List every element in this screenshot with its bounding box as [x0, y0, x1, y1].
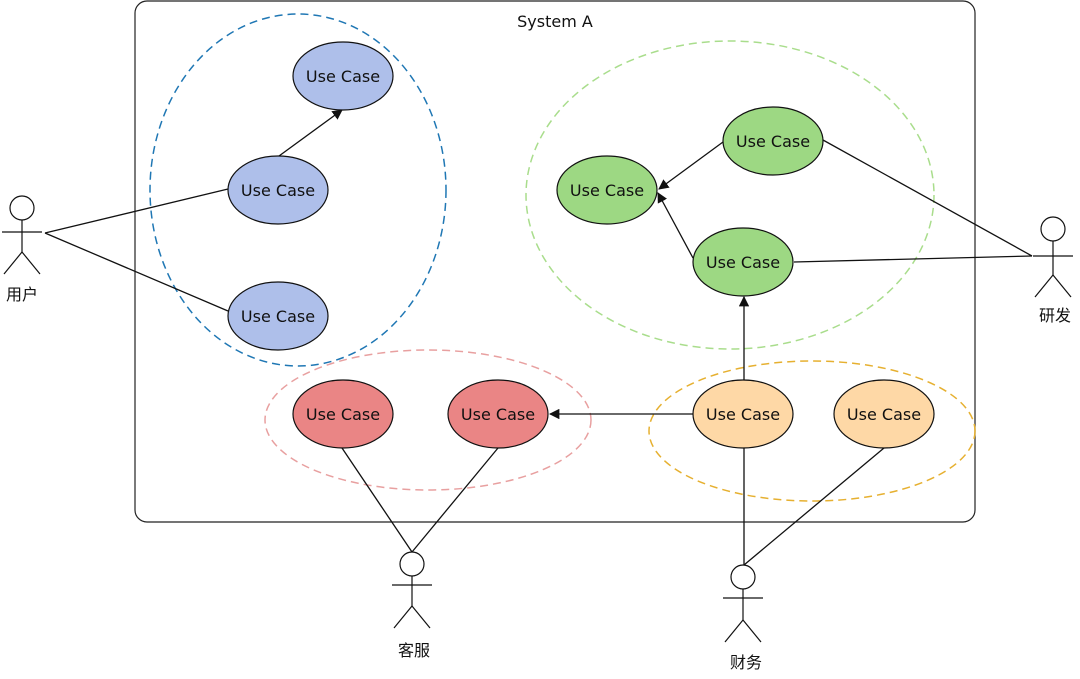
use-case-blue-top[interactable]: Use Case [292, 41, 394, 111]
rel-green-bottom-to-left[interactable] [657, 192, 694, 259]
use-case-label: Use Case [461, 405, 535, 424]
use-case-label: Use Case [241, 181, 315, 200]
use-case-green-top[interactable]: Use Case [722, 106, 824, 176]
actor-rd-label: 研发 [1039, 306, 1071, 325]
actor-support-icon [399, 551, 425, 577]
use-case-red-right[interactable]: Use Case [447, 379, 549, 449]
actor-finance-icon [730, 564, 756, 590]
actor-user-label: 用户 [6, 285, 38, 304]
group-red-boundary [264, 349, 592, 491]
use-case-label: Use Case [306, 67, 380, 86]
use-case-green-left[interactable]: Use Case [556, 155, 658, 225]
use-case-green-bottom[interactable]: Use Case [692, 227, 794, 297]
use-case-label: Use Case [706, 253, 780, 272]
assoc-support-red-left[interactable] [341, 447, 413, 553]
assoc-rd-green-bottom[interactable] [793, 255, 1033, 263]
actor-rd-icon [1040, 216, 1066, 242]
actor-finance[interactable] [723, 564, 763, 643]
use-case-label: Use Case [570, 181, 644, 200]
assoc-user-blue-mid[interactable] [44, 188, 229, 234]
system-boundary[interactable] [134, 0, 976, 523]
system-title: System A [517, 12, 593, 31]
group-green-boundary [525, 40, 935, 350]
rel-blue-mid-to-top[interactable] [278, 109, 343, 157]
assoc-user-blue-bottom[interactable] [44, 232, 229, 312]
use-case-label: Use Case [706, 405, 780, 424]
actor-user[interactable] [2, 195, 42, 275]
use-case-blue-bottom[interactable]: Use Case [227, 281, 329, 351]
assoc-support-red-right[interactable] [411, 447, 499, 553]
assoc-finance-orange-right[interactable] [743, 447, 885, 566]
assoc-rd-green-top[interactable] [822, 139, 1033, 257]
rel-green-top-to-left[interactable] [658, 141, 724, 190]
actor-user-icon [9, 195, 35, 221]
use-case-blue-mid[interactable]: Use Case [227, 155, 329, 225]
group-blue-boundary [149, 13, 447, 367]
use-case-red-left[interactable]: Use Case [292, 379, 394, 449]
actor-support[interactable] [392, 551, 432, 629]
use-case-orange-right[interactable]: Use Case [833, 379, 935, 449]
use-case-label: Use Case [241, 307, 315, 326]
use-case-label: Use Case [847, 405, 921, 424]
use-case-label: Use Case [736, 132, 810, 151]
actor-finance-label: 财务 [730, 653, 762, 672]
actor-rd[interactable] [1033, 216, 1073, 298]
use-case-label: Use Case [306, 405, 380, 424]
relations [44, 109, 1033, 566]
use-case-orange-left[interactable]: Use Case [692, 379, 794, 449]
group-orange-boundary [648, 360, 976, 502]
actor-support-label: 客服 [398, 641, 430, 660]
